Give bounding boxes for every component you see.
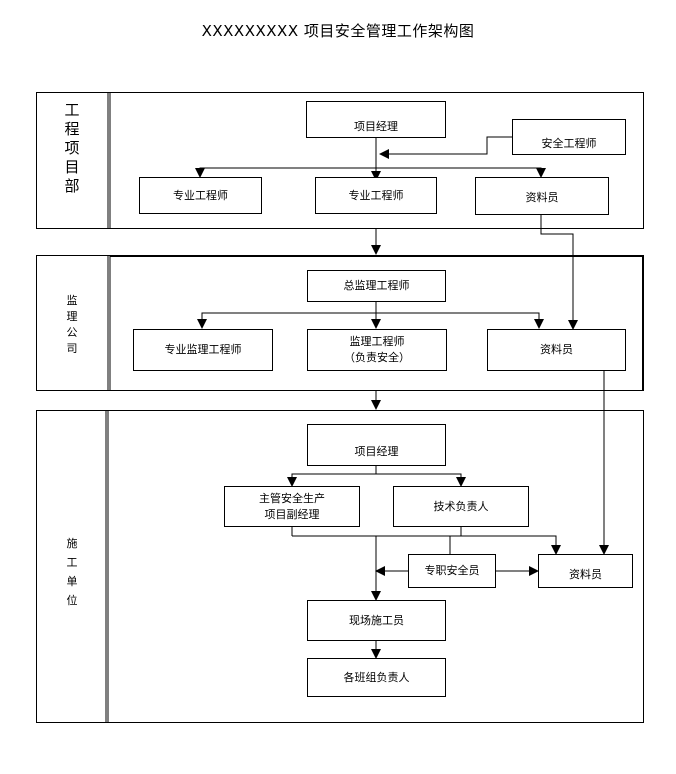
section-label-construction: 施 工 单 位 — [66, 537, 78, 607]
node-sv-engineer: 监理工程师 （负责安全） — [307, 329, 447, 371]
node-sv-specialist: 专业监理工程师 — [133, 329, 273, 371]
node-pd-specialist-1: 专业工程师 — [139, 177, 262, 214]
node-cu-tech-lead: 技术负责人 — [393, 486, 529, 527]
node-sv-records: 资料员 — [487, 329, 626, 371]
section-label-project-dept: 工 程 项 目 部 — [64, 101, 80, 195]
node-cu-site-worker: 现场施工员 — [307, 600, 446, 641]
node-sv-chief: 总监理工程师 — [307, 270, 446, 302]
section-project-dept — [36, 92, 644, 229]
page-title: XXXXXXXXX 项目安全管理工作架构图 — [201, 22, 475, 40]
node-cu-records: 资料员 — [538, 554, 633, 588]
node-cu-manager: 项目经理 — [307, 424, 446, 466]
node-pd-records: 资料员 — [475, 177, 609, 215]
node-cu-deputy: 主管安全生产 项目副经理 — [224, 486, 360, 527]
node-pd-manager: 项目经理 — [306, 101, 446, 138]
section-label-supervision: 监 理 公 司 — [66, 294, 78, 355]
node-pd-specialist-2: 专业工程师 — [315, 177, 437, 214]
node-cu-team-leaders: 各班组负责人 — [307, 658, 446, 697]
section-construction — [36, 410, 644, 723]
node-cu-safety-officer: 专职安全员 — [408, 554, 496, 588]
node-pd-safety-engineer: 安全工程师 — [512, 119, 626, 155]
